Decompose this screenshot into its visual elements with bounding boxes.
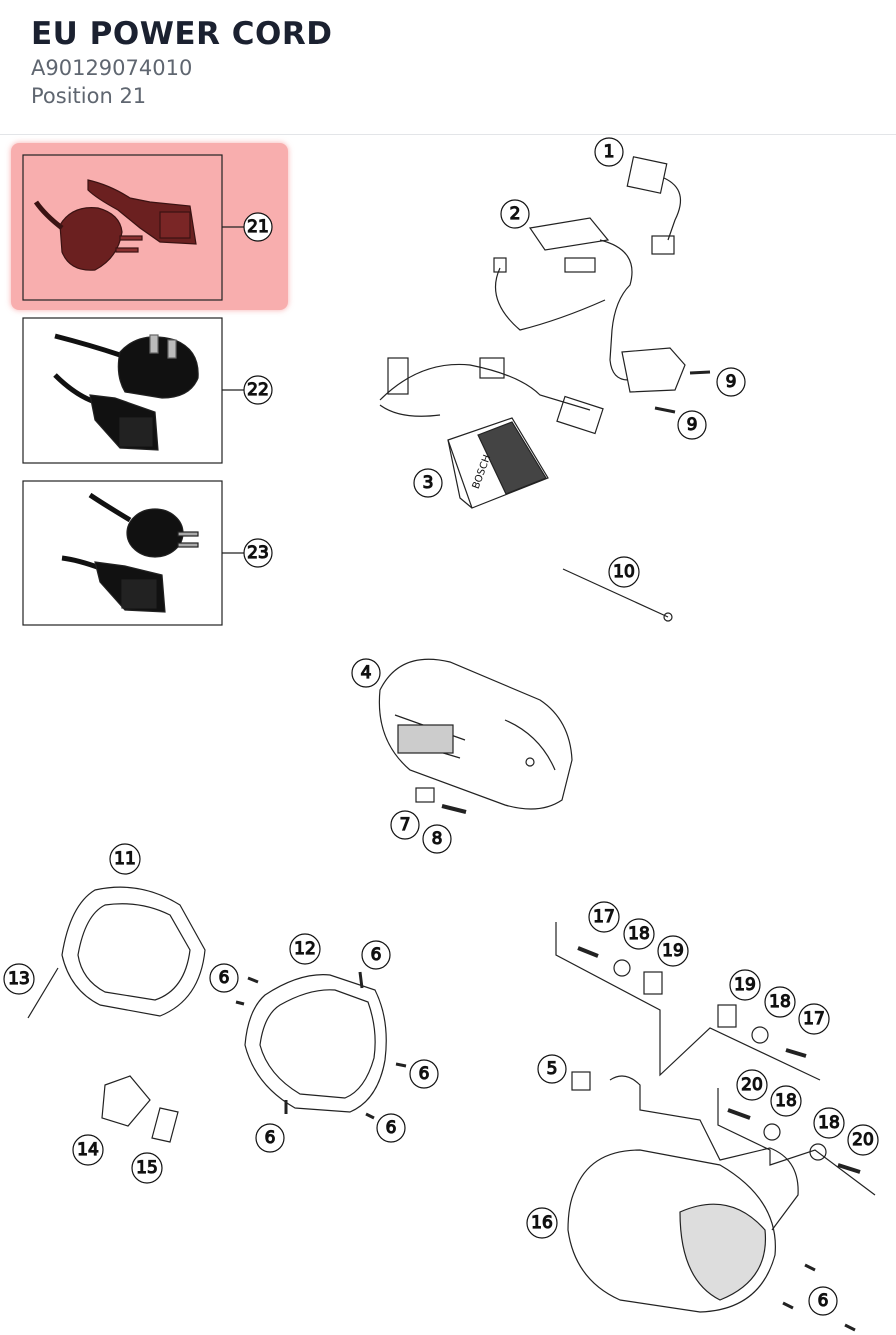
svg-text:18: 18	[769, 992, 791, 1012]
connector-holder[interactable]	[101, 1075, 179, 1143]
callout-18[interactable]: 18	[623, 918, 655, 950]
svg-text:14: 14	[77, 1140, 99, 1160]
eu-power-cord-box[interactable]	[22, 154, 244, 301]
part-number: A90129074010	[31, 56, 193, 80]
svg-text:7: 7	[400, 815, 411, 835]
page-title: EU POWER CORD	[31, 16, 333, 52]
callout-15[interactable]: 15	[131, 1152, 163, 1184]
svg-text:6: 6	[265, 1128, 276, 1148]
callout-16[interactable]: 16	[526, 1207, 558, 1239]
svg-text:6: 6	[386, 1118, 397, 1138]
callout-6[interactable]: 6	[376, 1113, 406, 1143]
svg-text:10: 10	[613, 562, 635, 582]
callout-21[interactable]: 21	[243, 212, 273, 242]
callout-17[interactable]: 17	[798, 1003, 830, 1035]
svg-text:20: 20	[741, 1075, 763, 1095]
svg-text:12: 12	[294, 939, 316, 959]
callout-6[interactable]: 6	[409, 1059, 439, 1089]
svg-text:19: 19	[662, 941, 684, 961]
svg-text:11: 11	[114, 849, 136, 869]
svg-text:15: 15	[136, 1158, 158, 1178]
svg-text:4: 4	[361, 663, 372, 683]
svg-text:6: 6	[419, 1064, 430, 1084]
frame-ring[interactable]	[235, 971, 407, 1120]
svg-text:9: 9	[726, 372, 737, 392]
svg-text:6: 6	[371, 945, 382, 965]
svg-text:17: 17	[593, 907, 615, 927]
svg-text:18: 18	[628, 924, 650, 944]
callout-5[interactable]: 5	[537, 1054, 567, 1084]
callout-6[interactable]: 6	[255, 1123, 285, 1153]
callout-18[interactable]: 18	[813, 1107, 845, 1139]
callout-6[interactable]: 6	[361, 940, 391, 970]
svg-text:6: 6	[818, 1291, 829, 1311]
svg-text:23: 23	[247, 543, 269, 563]
callout-8[interactable]: 8	[422, 824, 452, 854]
header: EU POWER CORD A90129074010 Position 21	[0, 0, 896, 135]
callout-19[interactable]: 19	[657, 935, 689, 967]
callout-9[interactable]: 9	[716, 367, 746, 397]
au-power-cord-box[interactable]	[22, 480, 244, 626]
svg-text:3: 3	[423, 473, 434, 493]
callout-17[interactable]: 17	[588, 901, 620, 933]
svg-text:1: 1	[604, 142, 615, 162]
svg-text:9: 9	[687, 415, 698, 435]
callout-6[interactable]: 6	[808, 1286, 838, 1316]
svg-text:22: 22	[247, 380, 269, 400]
uk-power-cord-box[interactable]	[22, 317, 244, 464]
svg-text:20: 20	[852, 1130, 874, 1150]
svg-text:21: 21	[247, 217, 269, 237]
svg-text:13: 13	[8, 969, 30, 989]
callout-18[interactable]: 18	[770, 1085, 802, 1117]
callout-1[interactable]: 1	[594, 137, 624, 167]
callout-18[interactable]: 18	[764, 986, 796, 1018]
callout-20[interactable]: 20	[847, 1124, 879, 1156]
position-label: Position 21	[31, 84, 147, 108]
svg-text:2: 2	[510, 204, 521, 224]
svg-text:6: 6	[219, 968, 230, 988]
callout-10[interactable]: 10	[608, 556, 640, 588]
svg-text:16: 16	[531, 1213, 553, 1233]
callout-2[interactable]: 2	[500, 199, 530, 229]
svg-text:5: 5	[547, 1059, 558, 1079]
callout-7[interactable]: 7	[390, 810, 420, 840]
callout-6[interactable]: 6	[209, 963, 239, 993]
callout-23[interactable]: 23	[243, 538, 273, 568]
motor-housing[interactable]	[378, 658, 573, 814]
wiring-harness[interactable]	[493, 156, 711, 414]
svg-text:17: 17	[803, 1009, 825, 1029]
svg-text:18: 18	[818, 1113, 840, 1133]
svg-text:18: 18	[775, 1091, 797, 1111]
callout-12[interactable]: 12	[289, 933, 321, 965]
callout-9[interactable]: 9	[677, 410, 707, 440]
callout-4[interactable]: 4	[351, 658, 381, 688]
callout-19[interactable]: 19	[729, 969, 761, 1001]
callout-3[interactable]: 3	[413, 468, 443, 498]
cable-tie[interactable]	[562, 568, 673, 622]
callout-14[interactable]: 14	[72, 1134, 104, 1166]
charger-unit[interactable]	[379, 357, 604, 509]
callout-22[interactable]: 22	[243, 375, 273, 405]
callout-20[interactable]: 20	[736, 1069, 768, 1101]
svg-text:8: 8	[432, 829, 443, 849]
drive-unit-mount[interactable]	[555, 922, 876, 1332]
top-cover[interactable]	[27, 886, 206, 1019]
svg-text:19: 19	[734, 975, 756, 995]
callout-13[interactable]: 13	[3, 963, 35, 995]
callout-11[interactable]: 11	[109, 843, 141, 875]
